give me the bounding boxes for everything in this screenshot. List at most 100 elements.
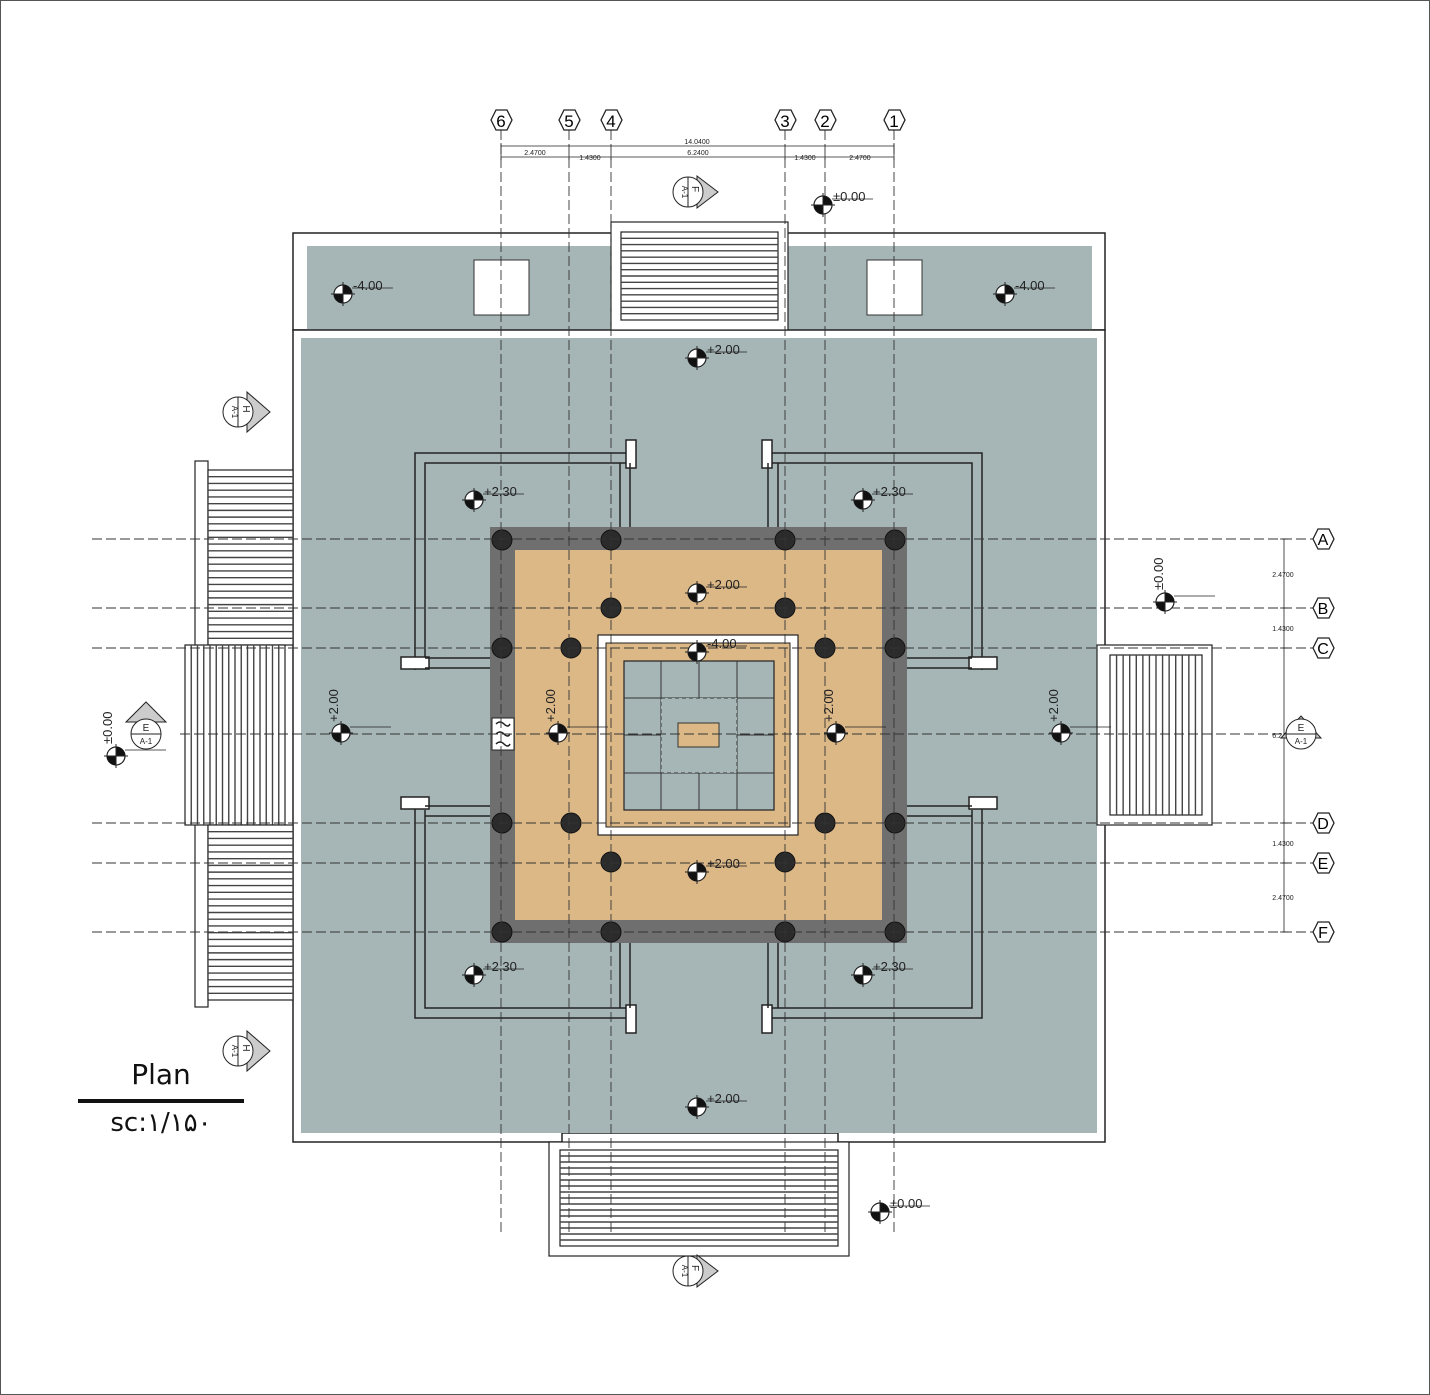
level-marker-ground-bottom: ±0.00 [867,1196,931,1225]
grid-bubble-b: B [1312,597,1335,619]
level-marker-hall-bottom: +2.00 [684,856,748,885]
section-mark-e-left: E A-1 [124,701,168,750]
grid-label-a: A [1318,532,1329,549]
stairs [184,221,1213,1257]
section-e-right-letter: E [1298,723,1305,734]
grid-bubble-3: 3 [774,109,797,131]
dim-top-1: 2.4700 [524,150,546,157]
level-text-terrace-sw: +2.30 [484,959,517,974]
grid-bubble-4: 4 [600,109,623,131]
section-mark-e-right: E A-1 [1279,715,1323,750]
grid-label-4: 4 [606,112,615,131]
section-mark-f-top: F A-1 [672,174,719,210]
dim-top-5: 2.4700 [849,155,871,162]
level-marker-hall-west: +2.00 [543,689,609,746]
grid-label-3: 3 [780,112,789,131]
level-text-hall-bottom: +2.00 [707,856,740,871]
dim-right-1: 2.4700 [1272,572,1294,579]
stair-right [1109,654,1203,816]
section-f-bottom-sheet: A-1 [680,1265,689,1278]
level-marker-sunken-left: -4.00 [330,278,394,307]
grid-bubble-2: 2 [814,109,837,131]
dim-right-4: 1.4300 [1272,841,1294,848]
level-text-sunken-right: -4.00 [1015,278,1045,293]
level-marker-ground-left: ±0.00 [100,712,167,769]
level-marker-courtyard: -4.00 [684,636,748,665]
section-e-letter: E [143,723,150,734]
stair-left-lower [207,824,294,1001]
section-mark-h-bottom: H A-1 [222,1029,271,1073]
inner-walls [400,439,998,1034]
grid-label-6: 6 [496,112,505,131]
level-markers: ±0.00 -4.00 -4.00 +2.00 +2.30 +2.30 +2.0… [100,189,1216,1225]
section-f-bottom-letter: F [689,1265,700,1271]
grid-label-c: C [1317,641,1329,658]
level-text-platform-bottom: +2.00 [707,1091,740,1106]
level-marker-ground-top: ±0.00 [810,189,874,218]
level-text-courtyard: -4.00 [707,636,737,651]
grid-bubble-1: 1 [883,109,906,131]
level-marker-sunken-right: -4.00 [992,278,1056,307]
level-text-hall-west: +2.00 [543,689,558,722]
section-f-sheet: A-1 [680,186,689,199]
section-e-right-sheet: A-1 [1295,737,1308,746]
level-marker-hall-east: +2.00 [821,689,887,746]
grid-bubble-e: E [1312,852,1335,874]
grid-bubble-f: F [1312,921,1335,943]
level-marker-terrace-ne: +2.30 [850,484,914,513]
section-h-letter: H [240,405,251,412]
column [491,529,513,551]
grid-label-d: D [1317,816,1329,833]
level-text-platform-east: +2.00 [1046,689,1061,722]
level-text-ground-right: ±0.00 [1151,558,1166,590]
dim-right-5: 2.4700 [1272,895,1294,902]
section-mark-h-top: H A-1 [222,390,271,434]
dim-top-2: 1.4300 [579,155,601,162]
level-marker-terrace-se: +2.30 [850,959,914,988]
section-mark-f-bottom: F A-1 [672,1253,719,1289]
grid-bubble-6: 6 [490,109,513,131]
level-marker-ground-right: ±0.00 [1151,558,1216,615]
stair-left-upper [207,469,294,646]
grid-column-bubbles: 6 5 4 3 2 1 [490,109,906,131]
level-marker-hall-top: +2.00 [684,577,748,606]
section-f-letter: F [689,186,700,192]
grid-bubble-a: A [1312,528,1335,550]
section-h-bottom-sheet: A-1 [230,1045,239,1058]
section-e-sheet: A-1 [140,737,153,746]
section-marks: F A-1 F A-1 H A-1 H A-1 E [124,174,1323,1289]
level-text-terrace-nw: +2.30 [484,484,517,499]
level-text-sunken-left: -4.00 [353,278,383,293]
grid-label-5: 5 [564,112,573,131]
level-marker-platform-bottom: +2.00 [684,1091,748,1120]
dim-overall: 14.0400 [684,139,709,146]
grid-bubble-c: C [1312,637,1335,659]
level-marker-terrace-sw: +2.30 [461,959,525,988]
section-h-sheet: A-1 [230,406,239,419]
level-marker-terrace-nw: +2.30 [461,484,525,513]
grid-label-2: 2 [820,112,829,131]
level-marker-platform-east: +2.00 [1046,689,1112,746]
drawing-scale: sc:۱/۱۵۰ [110,1108,212,1138]
level-text-ground-left: ±0.00 [100,712,115,744]
level-text-hall-top: +2.00 [707,577,740,592]
dim-top-4: 1.4300 [794,155,816,162]
grid-bubble-d: D [1312,812,1335,834]
level-text-ground-bottom: ±0.00 [890,1196,922,1211]
level-text-platform-top: +2.00 [707,342,740,357]
level-text-terrace-se: +2.30 [873,959,906,974]
level-text-ground-top: ±0.00 [833,189,865,204]
stair-left-middle [184,644,286,826]
grid-label-1: 1 [889,112,898,131]
grid-label-f: F [1318,925,1328,942]
level-marker-platform-top: +2.00 [684,342,748,371]
column [884,529,906,551]
top-dimensions: 14.0400 2.4700 1.4300 6.2400 1.4300 2.47… [500,139,895,162]
dim-right-2: 1.4300 [1272,626,1294,633]
grid-row-bubbles: A B C D E F [1312,528,1335,943]
stair-top [620,231,779,321]
grid-bubble-5: 5 [558,109,581,131]
drawing-title: Plan [131,1058,191,1091]
